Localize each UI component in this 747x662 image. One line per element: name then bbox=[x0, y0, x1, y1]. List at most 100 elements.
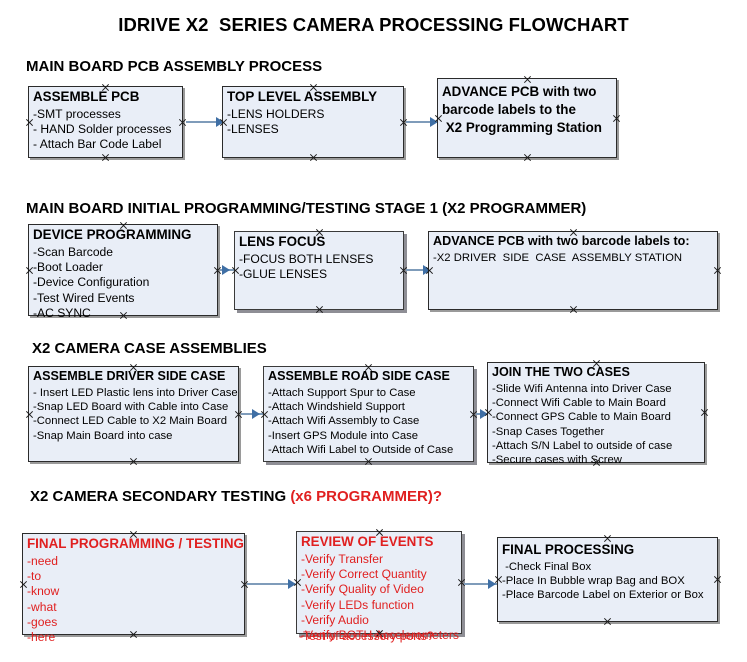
connection-handle-icon[interactable] bbox=[364, 363, 373, 372]
connection-handle-icon[interactable] bbox=[25, 118, 34, 127]
node-header: ADVANCE PCB with two bbox=[442, 84, 597, 99]
connection-handle-icon[interactable] bbox=[129, 457, 138, 466]
node-item: -Verify BOTH Accelerometers bbox=[301, 628, 459, 643]
connection-handle-icon[interactable] bbox=[484, 408, 493, 417]
node-item: -LENS HOLDERS bbox=[227, 106, 325, 121]
connection-handle-icon[interactable] bbox=[309, 83, 318, 92]
connection-handle-icon[interactable] bbox=[293, 578, 302, 587]
node-assemble-road-side-case[interactable]: ASSEMBLE ROAD SIDE CASE -Attach Support … bbox=[263, 366, 474, 462]
section-heading-4-text: X2 CAMERA SECONDARY TESTING bbox=[30, 488, 291, 505]
node-item: - Insert LED Plastic lens into Driver Ca… bbox=[33, 386, 238, 399]
node-item: -SMT processes bbox=[33, 106, 121, 121]
connection-handle-icon[interactable] bbox=[612, 114, 621, 123]
node-item: -what bbox=[27, 599, 57, 614]
connection-handle-icon[interactable] bbox=[569, 228, 578, 237]
node-header: FINAL PROGRAMMING / TESTING bbox=[27, 536, 244, 551]
node-header: ASSEMBLE PCB bbox=[33, 89, 140, 104]
node-device-programming[interactable]: DEVICE PROGRAMMING -Scan Barcode -Boot L… bbox=[25, 221, 218, 320]
connection-handle-icon[interactable] bbox=[231, 266, 240, 275]
connection-handle-icon[interactable] bbox=[713, 575, 722, 584]
connection-handle-icon[interactable] bbox=[129, 630, 138, 639]
node-assemble-driver-side-case[interactable]: ASSEMBLE DRIVER SIDE CASE - Insert LED P… bbox=[28, 366, 239, 462]
node-header: REVIEW OF EVENTS bbox=[301, 534, 434, 549]
connection-handle-icon[interactable] bbox=[129, 530, 138, 539]
connection-handle-icon[interactable] bbox=[434, 114, 443, 123]
section-heading-3: X2 CAMERA CASE ASSEMBLIES bbox=[32, 340, 267, 357]
node-item: -Verify Correct Quantity bbox=[301, 567, 427, 582]
connector-arrow-icon bbox=[222, 265, 230, 275]
node-item: -Device Configuration bbox=[33, 275, 150, 290]
node-advance-pcb-programming-station[interactable]: ADVANCE PCB with two barcode labels to t… bbox=[437, 78, 617, 158]
connection-handle-icon[interactable] bbox=[315, 228, 324, 237]
connection-handle-icon[interactable] bbox=[119, 311, 128, 320]
connection-handle-icon[interactable] bbox=[375, 528, 384, 537]
connection-handle-icon[interactable] bbox=[603, 534, 612, 543]
connection-handle-icon[interactable] bbox=[494, 575, 503, 584]
node-final-programming-testing[interactable]: FINAL PROGRAMMING / TESTING -need -to -k… bbox=[19, 530, 245, 644]
node-item: barcode labels to the bbox=[442, 101, 576, 117]
node-item: -Verify Audio bbox=[301, 612, 369, 627]
node-item: -Slide Wifi Antenna into Driver Case bbox=[492, 382, 672, 395]
node-item: -need bbox=[27, 553, 58, 568]
connection-handle-icon[interactable] bbox=[25, 410, 34, 419]
node-body: ASSEMBLE ROAD SIDE CASE -Attach Support … bbox=[268, 369, 471, 457]
connection-handle-icon[interactable] bbox=[523, 153, 532, 162]
node-item: -Attach S/N Label to outside of case bbox=[492, 439, 673, 452]
connector-line bbox=[247, 583, 295, 585]
node-item: -Connect GPS Cable to Main Board bbox=[492, 411, 671, 424]
connector-line bbox=[406, 121, 434, 123]
node-body: ASSEMBLE DRIVER SIDE CASE - Insert LED P… bbox=[33, 369, 238, 443]
node-body: LENS FOCUS -FOCUS BOTH LENSES -GLUE LENS… bbox=[239, 234, 401, 282]
connection-handle-icon[interactable] bbox=[569, 305, 578, 314]
node-body: ASSEMBLE PCB -SMT processes - HAND Solde… bbox=[33, 89, 180, 153]
connection-handle-icon[interactable] bbox=[101, 83, 110, 92]
node-item: - Attach Bar Code Label bbox=[33, 137, 162, 152]
connection-handle-icon[interactable] bbox=[19, 580, 28, 589]
connection-handle-icon[interactable] bbox=[101, 153, 110, 162]
node-item: -FOCUS BOTH LENSES bbox=[239, 251, 374, 266]
node-item: -Check Final Box bbox=[502, 560, 592, 573]
connection-handle-icon[interactable] bbox=[219, 118, 228, 127]
node-final-processing[interactable]: FINAL PROCESSING -Check Final Box -Place… bbox=[497, 537, 718, 622]
node-assemble-pcb[interactable]: ASSEMBLE PCB -SMT processes - HAND Solde… bbox=[28, 86, 183, 158]
connection-handle-icon[interactable] bbox=[25, 266, 34, 275]
node-item: -Connect LED Cable to X2 Main Board bbox=[33, 415, 228, 428]
node-item: -Test Wired Events bbox=[33, 290, 135, 305]
node-top-level-assembly[interactable]: TOP LEVEL ASSEMBLY -LENS HOLDERS -LENSES bbox=[222, 86, 404, 158]
section-heading-1: MAIN BOARD PCB ASSEMBLY PROCESS bbox=[26, 58, 323, 75]
node-item: -Snap LED Board with Cable into Case bbox=[33, 401, 229, 414]
node-item: -AC SYNC bbox=[33, 305, 91, 320]
connection-handle-icon[interactable] bbox=[523, 75, 532, 84]
node-item: -Place In Bubble wrap Bag and BOX bbox=[502, 575, 685, 588]
connection-handle-icon[interactable] bbox=[603, 617, 612, 626]
connection-handle-icon[interactable] bbox=[592, 458, 601, 467]
node-item: -Verify Transfer bbox=[301, 551, 383, 566]
node-review-of-events[interactable]: REVIEW OF EVENTS -Verify Transfer -Verif… bbox=[293, 528, 462, 642]
node-item-overflow: -Test of accessory ports? bbox=[299, 629, 434, 643]
connection-handle-icon[interactable] bbox=[592, 359, 601, 368]
connection-handle-icon[interactable] bbox=[364, 457, 373, 466]
node-advance-pcb-driver-side-station[interactable]: ADVANCE PCB with two barcode labels to: … bbox=[428, 231, 718, 310]
node-join-the-two-cases[interactable]: JOIN THE TWO CASES -Slide Wifi Antenna i… bbox=[484, 359, 705, 466]
connection-handle-icon[interactable] bbox=[309, 153, 318, 162]
node-item: -Place Barcode Label on Exterior or Box bbox=[502, 589, 704, 602]
node-item: -Verify LEDs function bbox=[301, 597, 414, 612]
node-body: REVIEW OF EVENTS -Verify Transfer -Verif… bbox=[301, 534, 459, 643]
node-body: ADVANCE PCB with two barcode labels to t… bbox=[442, 84, 614, 138]
node-lens-focus[interactable]: LENS FOCUS -FOCUS BOTH LENSES -GLUE LENS… bbox=[234, 231, 404, 310]
connection-handle-icon[interactable] bbox=[713, 266, 722, 275]
connection-handle-icon[interactable] bbox=[119, 221, 128, 230]
connection-handle-icon[interactable] bbox=[129, 363, 138, 372]
connection-handle-icon[interactable] bbox=[260, 410, 269, 419]
connector-line bbox=[186, 121, 219, 123]
connection-handle-icon[interactable] bbox=[425, 266, 434, 275]
connection-handle-icon[interactable] bbox=[700, 408, 709, 417]
node-item: -to bbox=[27, 569, 42, 584]
node-item: -Insert GPS Module into Case bbox=[268, 429, 419, 442]
connector-arrow-icon bbox=[488, 579, 496, 589]
connection-handle-icon[interactable] bbox=[315, 305, 324, 314]
node-body: ADVANCE PCB with two barcode labels to: … bbox=[433, 234, 715, 265]
node-item: -Snap Main Board into case bbox=[33, 429, 173, 442]
node-header: TOP LEVEL ASSEMBLY bbox=[227, 89, 378, 104]
